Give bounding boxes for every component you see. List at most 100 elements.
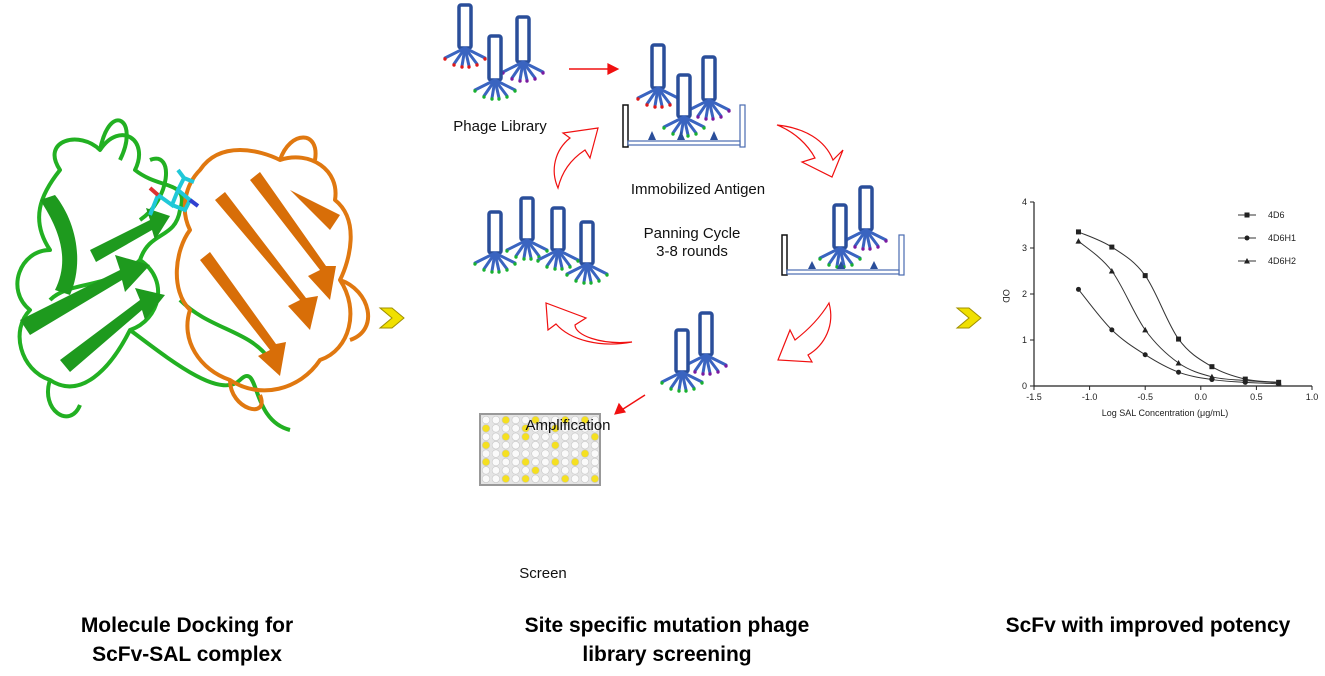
data-point-4D6 bbox=[1209, 364, 1215, 370]
plate-well bbox=[491, 466, 501, 475]
caption-docking-2: ScFv-SAL complex bbox=[92, 643, 282, 666]
phage bbox=[501, 15, 545, 83]
plate-well bbox=[481, 424, 491, 433]
plate-well bbox=[551, 441, 560, 450]
label-panning-rounds: 3-8 rounds bbox=[656, 243, 728, 260]
well-immobilized bbox=[622, 104, 746, 148]
y-tick-label: 0 bbox=[1022, 381, 1027, 391]
plate-well bbox=[491, 474, 501, 483]
x-tick-label: -1.5 bbox=[1026, 392, 1042, 402]
plate-well bbox=[590, 466, 600, 475]
phage bbox=[818, 203, 862, 269]
data-point-4D6H2 bbox=[1175, 360, 1182, 366]
plate-well bbox=[511, 474, 520, 483]
plate-well bbox=[511, 424, 520, 433]
x-tick-label: -0.5 bbox=[1137, 392, 1153, 402]
plate-well bbox=[501, 415, 510, 425]
data-point-4D6H1 bbox=[1109, 327, 1115, 333]
plate-well bbox=[580, 449, 590, 458]
plate-well bbox=[501, 474, 510, 483]
plate-well bbox=[580, 432, 590, 441]
data-point-4D6 bbox=[1176, 336, 1182, 342]
caption-docking-1: Molecule Docking for bbox=[81, 614, 293, 637]
plate-well bbox=[551, 424, 560, 433]
plate-well bbox=[580, 415, 590, 425]
y-tick-label: 3 bbox=[1022, 243, 1027, 253]
plate-well bbox=[531, 415, 540, 425]
plate-well bbox=[580, 441, 590, 450]
plate-well bbox=[570, 449, 580, 458]
label-phage-library: Phage Library bbox=[453, 118, 547, 135]
x-axis-label: Log SAL Concentration (μg/mL) bbox=[1102, 408, 1228, 418]
phage bbox=[505, 196, 549, 261]
phage bbox=[660, 328, 704, 393]
plate-well bbox=[551, 474, 560, 483]
x-tick-label: -1.0 bbox=[1082, 392, 1098, 402]
caption-screening-1: Site specific mutation phage bbox=[525, 614, 810, 637]
series-line-4D6 bbox=[1078, 231, 1279, 383]
plate-well bbox=[521, 457, 530, 467]
plate-well bbox=[511, 441, 520, 450]
caption-screening-2: library screening bbox=[582, 643, 751, 666]
plate-well bbox=[570, 424, 580, 433]
label-screen: Screen bbox=[519, 565, 567, 582]
label-panning-cycle: Panning Cycle bbox=[644, 225, 741, 242]
plate-well bbox=[501, 424, 510, 433]
plate-well bbox=[511, 415, 520, 425]
y-axis-label: OD bbox=[1001, 289, 1011, 303]
plate-well bbox=[501, 466, 510, 475]
plate-well bbox=[511, 457, 520, 467]
protein-structure bbox=[15, 118, 370, 432]
plate-well bbox=[481, 466, 491, 475]
plate-well bbox=[491, 457, 501, 467]
y-tick-label: 2 bbox=[1022, 289, 1027, 299]
plate-well bbox=[580, 466, 590, 475]
plate-well bbox=[491, 441, 501, 450]
plate-well bbox=[541, 432, 550, 441]
data-point-4D6H2 bbox=[1208, 373, 1215, 380]
data-point-4D6H2 bbox=[1242, 377, 1249, 383]
plate-well bbox=[551, 432, 560, 441]
phage bbox=[662, 73, 706, 138]
plate-well bbox=[481, 441, 491, 450]
phage bbox=[473, 34, 517, 101]
plate-well bbox=[481, 415, 491, 425]
plate-well bbox=[590, 432, 600, 441]
plate-well bbox=[590, 457, 600, 467]
caption-potency: ScFv with improved potency bbox=[1006, 614, 1291, 637]
y-tick-label: 1 bbox=[1022, 335, 1027, 345]
legend-marker bbox=[1244, 235, 1250, 241]
plate-well bbox=[570, 415, 580, 425]
data-point-4D6 bbox=[1109, 244, 1115, 250]
plate-well bbox=[561, 432, 570, 441]
data-point-4D6H1 bbox=[1075, 286, 1081, 292]
legend-label: 4D6 bbox=[1268, 210, 1285, 220]
plate-well bbox=[531, 424, 540, 433]
plate-well bbox=[481, 449, 491, 458]
data-point-4D6H2 bbox=[1075, 238, 1082, 244]
plate-well bbox=[570, 441, 580, 450]
plate-well bbox=[501, 432, 510, 441]
plate-well bbox=[481, 474, 491, 483]
plate-well bbox=[561, 415, 570, 425]
plate-well bbox=[551, 457, 560, 467]
plate-well bbox=[491, 415, 501, 425]
plate-well bbox=[590, 474, 600, 483]
legend-marker bbox=[1244, 212, 1250, 218]
plate-well bbox=[580, 457, 590, 467]
plate-well bbox=[521, 441, 530, 450]
phage bbox=[473, 210, 517, 274]
plate-well bbox=[531, 432, 540, 441]
y-tick-label: 4 bbox=[1022, 197, 1027, 207]
plate-well bbox=[590, 424, 600, 433]
plate-well bbox=[481, 457, 491, 467]
phage bbox=[844, 185, 888, 251]
plate-well bbox=[541, 457, 550, 467]
plate-well bbox=[561, 474, 570, 483]
x-tick-label: 0.5 bbox=[1250, 392, 1263, 402]
plate-well bbox=[531, 474, 540, 483]
plate-well bbox=[541, 424, 550, 433]
data-point-4D6H2 bbox=[1142, 326, 1149, 333]
